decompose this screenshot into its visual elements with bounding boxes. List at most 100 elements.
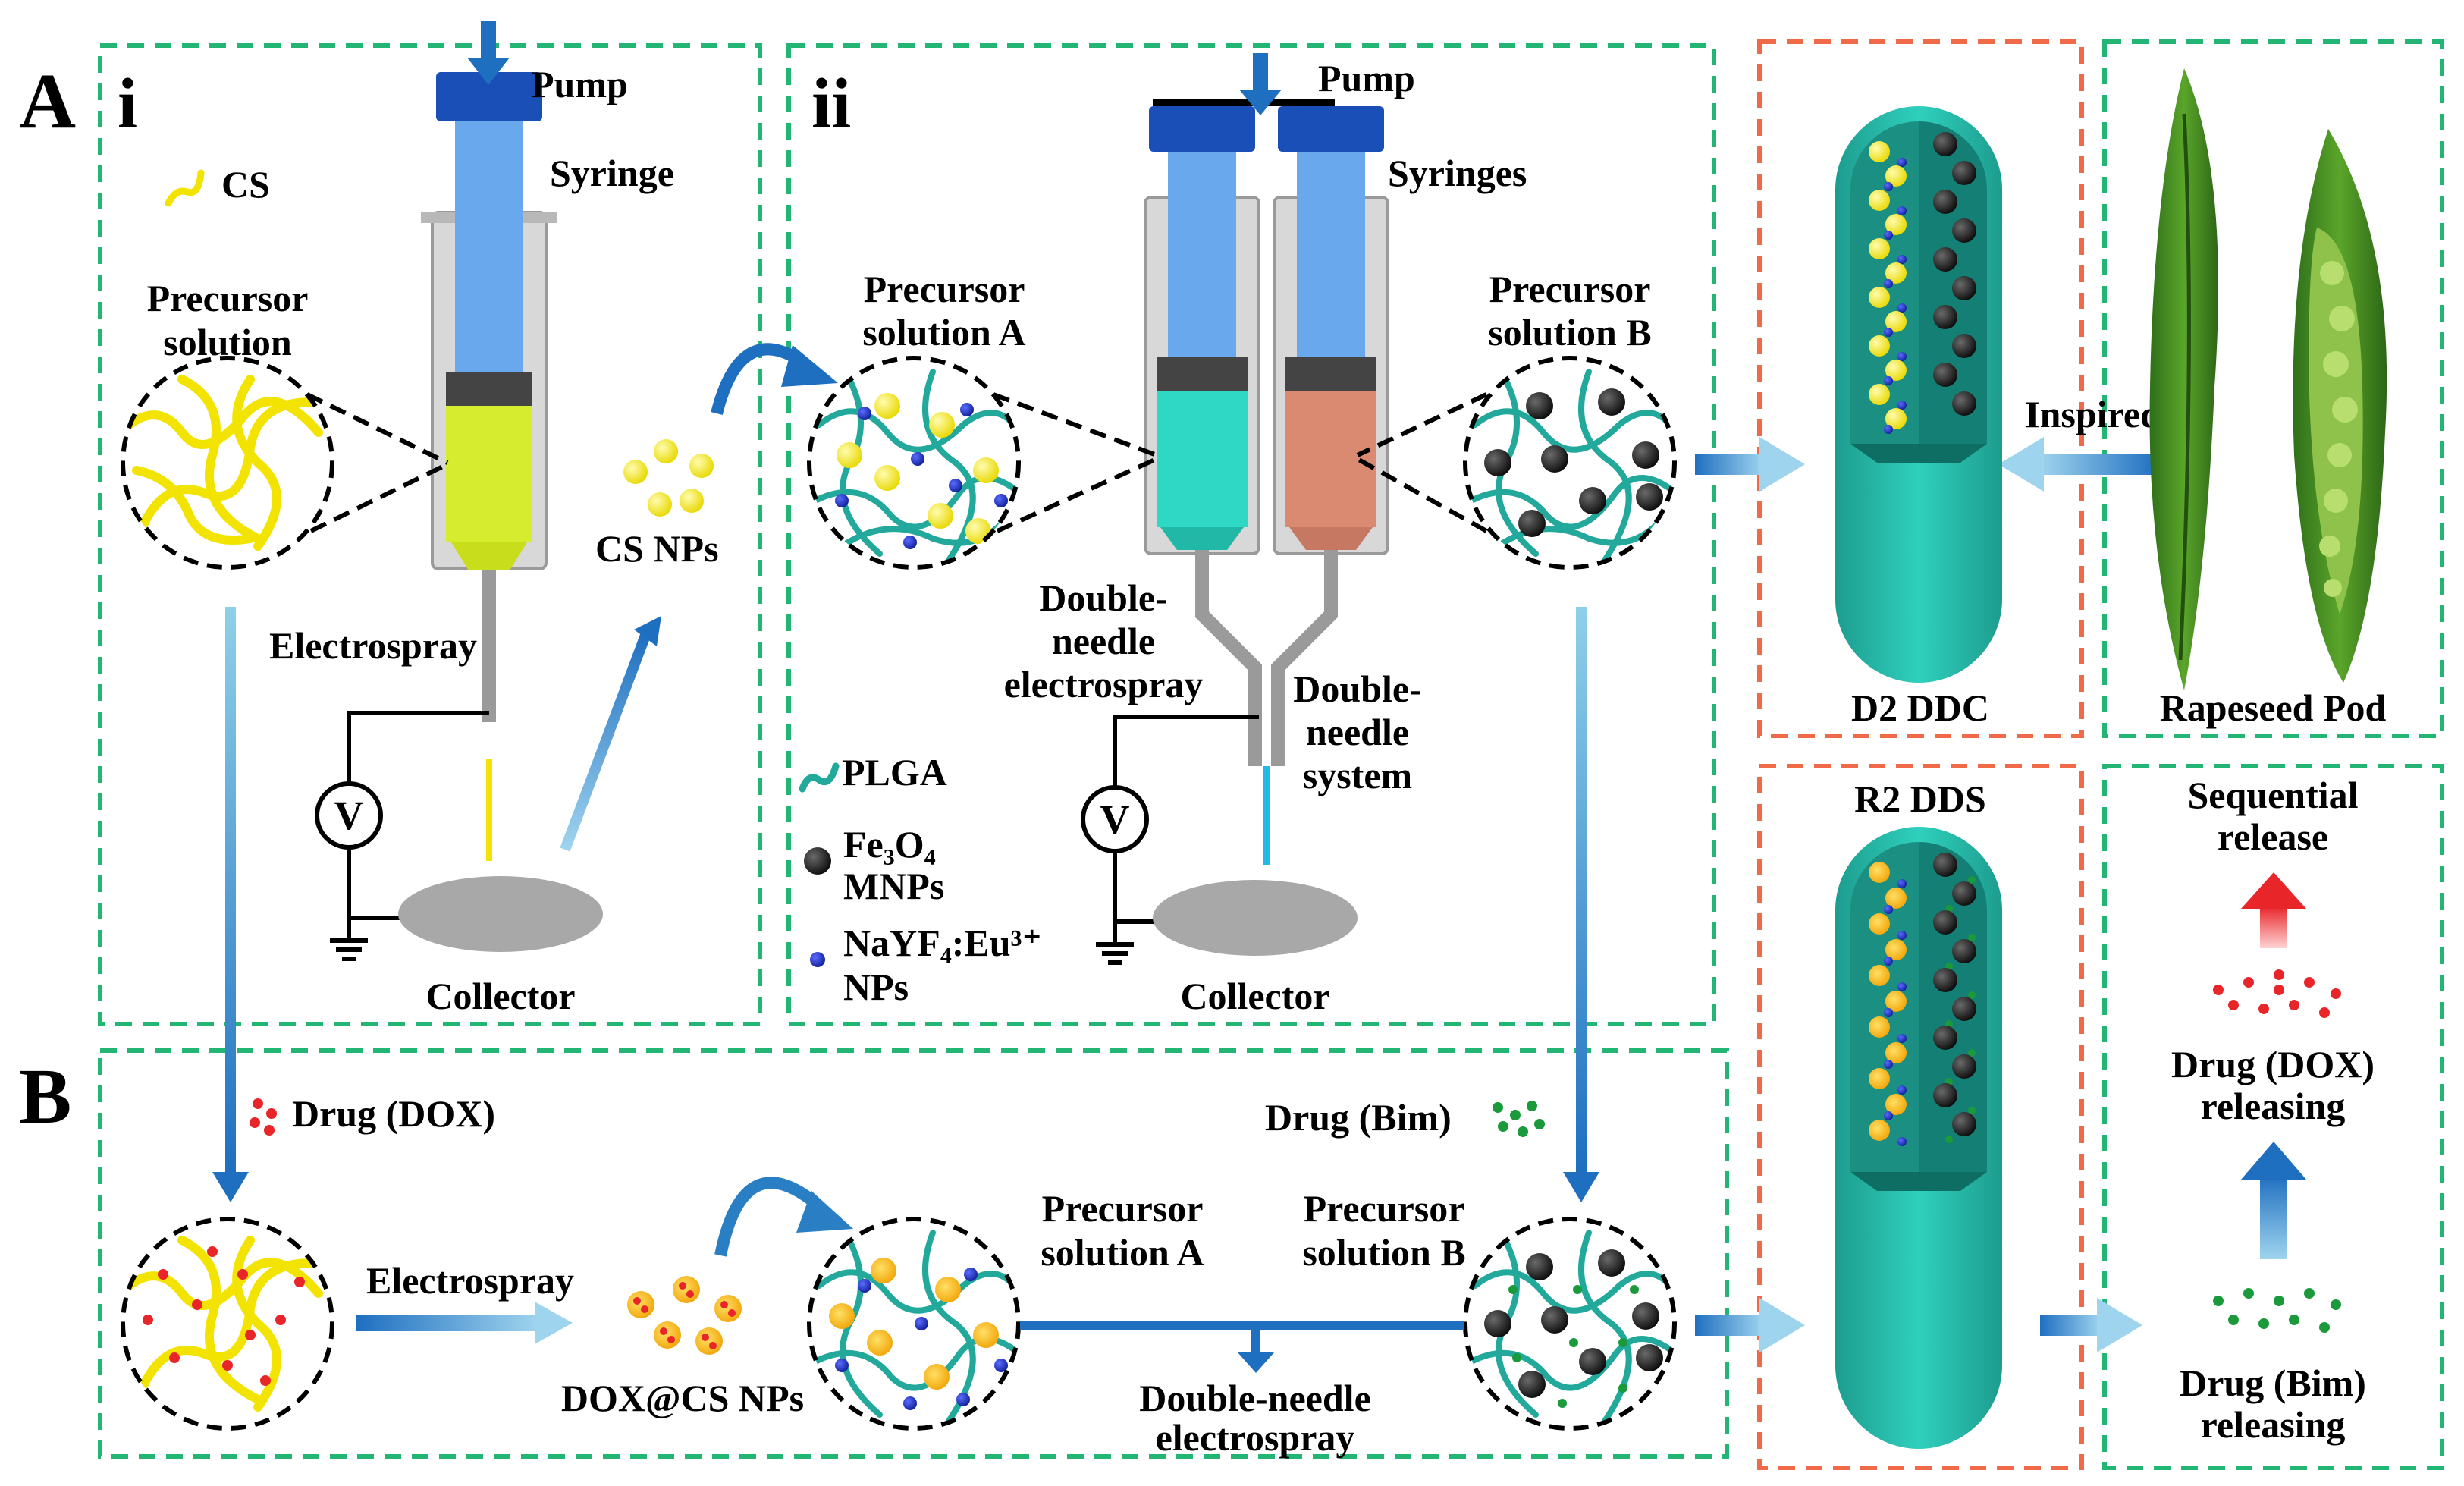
- collector-ii: [1153, 880, 1358, 956]
- d2-yellow-np: [1885, 360, 1907, 381]
- zoom-line-b-top: [1356, 392, 1488, 457]
- precursor-a-dox-circle: [807, 1217, 1021, 1431]
- double-needle-electrospray-b-l2: electrospray: [1156, 1416, 1355, 1459]
- r2-black-np: [1952, 939, 1976, 963]
- r2-black-np: [1952, 881, 1976, 906]
- rapeseed-pod-label: Rapeseed Pod: [2160, 686, 2387, 729]
- precursor-b-label-l1: Precursor: [1489, 268, 1651, 310]
- drug-bim-icon: [1493, 1101, 1545, 1137]
- r2-blue-np: [1897, 931, 1907, 940]
- precursor-circle-i: [121, 356, 334, 570]
- r2-black-np: [1952, 1112, 1976, 1136]
- d2-yellow-np: [1885, 311, 1907, 332]
- d2-yellow-np: [1885, 214, 1907, 235]
- fe3o4-legend-icon: [804, 847, 831, 875]
- d2-yellow-np: [1869, 190, 1890, 211]
- r2-black-np: [1933, 1083, 1957, 1107]
- d2-yellow-np: [1885, 262, 1907, 284]
- rapeseed-frame: [2102, 39, 2444, 738]
- double-needle-system-l1: Double-: [1293, 668, 1421, 710]
- d2-black-np: [1933, 132, 1957, 156]
- precursor-a-label-l2: solution A: [862, 311, 1025, 353]
- bim-releasing-l1: Drug (Bim): [2180, 1362, 2366, 1404]
- pump-label-i: Pump: [531, 63, 628, 105]
- inspired-arrow: [1998, 437, 2158, 492]
- curved-arrow-i-to-ii: [711, 343, 804, 415]
- r2-bim-particle: [1968, 1107, 1976, 1114]
- r2-dox-np: [1869, 1016, 1890, 1038]
- precursor-a-label-b-l1: Precursor: [1042, 1187, 1204, 1230]
- collector-i: [398, 876, 603, 952]
- cs-legend-icon: [165, 169, 205, 207]
- double-needle-system-l2: needle: [1306, 711, 1409, 753]
- nayf4-legend-l2: NPs: [843, 966, 909, 1008]
- d2-blue-np: [1884, 376, 1893, 385]
- panel-b-frame: [98, 1048, 1729, 1459]
- pump-bar-ii: [1153, 53, 1335, 115]
- arrow-collector-to-csnps: [560, 616, 661, 852]
- r2-blue-np: [1897, 1034, 1907, 1043]
- rapeseed-pod-image: [2149, 68, 2387, 690]
- dox-releasing-l1: Drug (DOX): [2171, 1043, 2375, 1085]
- d2-black-np: [1952, 218, 1976, 243]
- plga-legend-icon: [799, 762, 840, 793]
- d2-black-np: [1952, 334, 1976, 358]
- d2-black-np: [1952, 391, 1976, 416]
- zoom-line-a-bottom: [996, 457, 1158, 533]
- r2-blue-np: [1897, 879, 1907, 888]
- syringe-b: [1273, 106, 1389, 555]
- dox-releasing-l2: releasing: [2201, 1085, 2346, 1127]
- d2-yellow-np: [1869, 335, 1890, 357]
- drug-dox-label: Drug (DOX): [292, 1092, 495, 1135]
- d2-yellow-np: [1869, 141, 1890, 162]
- precursor-b-label-b-l1: Precursor: [1304, 1187, 1465, 1230]
- r2-dds-label: R2 DDS: [1854, 778, 1986, 820]
- r2-dox-np: [1885, 1094, 1907, 1115]
- cs-nps-label: CS NPs: [595, 527, 719, 570]
- dox-cs-nps-label: DOX@CS NPs: [561, 1377, 804, 1419]
- pump-arrow-i: [467, 21, 510, 85]
- precursor-a-circle: [807, 356, 1021, 570]
- d2-yellow-np: [1885, 165, 1907, 187]
- precursor-b-bim-circle: [1463, 1217, 1677, 1431]
- collector-label-ii: Collector: [1180, 975, 1329, 1017]
- r2-dox-particles: [1869, 862, 1907, 1146]
- precursor-label-i-line1: Precursor: [147, 277, 309, 319]
- cs-dox-circle: [121, 1217, 334, 1431]
- panel-ii-frame: [786, 43, 1716, 1026]
- precursor-a-label-b-l2: solution A: [1041, 1231, 1204, 1274]
- plga-legend-label: PLGA: [842, 751, 947, 793]
- d2-blue-np: [1884, 279, 1893, 288]
- r2-dox-np: [1885, 1042, 1907, 1063]
- d2-yellow-np: [1885, 408, 1907, 429]
- panel-label-a: A: [19, 58, 76, 145]
- r2-dox-np: [1869, 1068, 1890, 1089]
- dox-release-particles: [2213, 969, 2341, 1018]
- arrow-to-r2-capsule: [1695, 1298, 1805, 1352]
- drug-bim-label: Drug (Bim): [1265, 1096, 1452, 1139]
- r2-black-np: [1933, 1026, 1957, 1050]
- curved-arrow-b-head: [796, 1191, 853, 1233]
- r2-dox-np: [1869, 862, 1890, 883]
- r2-dds-capsule: [1835, 827, 2002, 1449]
- r2-blue-np: [1884, 1008, 1893, 1017]
- r2-dox-np: [1885, 939, 1907, 960]
- arrow-electrospray-b: [356, 1302, 573, 1344]
- double-needle-system-l3: system: [1303, 754, 1412, 796]
- d2-blue-np: [1897, 352, 1907, 361]
- curved-arrow-b: [714, 1177, 824, 1257]
- cs-legend-label: CS: [221, 163, 270, 206]
- precursor-a-label-l1: Precursor: [864, 268, 1025, 310]
- double-needle-electrospray-l3: electrospray: [1004, 663, 1204, 705]
- voltmeter-i-label: V: [334, 793, 364, 838]
- d2-blue-np: [1897, 158, 1907, 167]
- panel-label-b: B: [19, 1053, 71, 1140]
- r2-bim-particle: [1968, 1049, 1976, 1057]
- red-up-arrow: [2241, 872, 2306, 948]
- nayf4-legend-icon: [810, 952, 825, 967]
- r2-dds-frame: [1757, 764, 2084, 1470]
- r2-dox-np: [1869, 1120, 1890, 1141]
- sequential-release-l1: Sequential: [2187, 774, 2358, 816]
- panel-label-i: i: [118, 64, 137, 143]
- sequential-release-l2: release: [2218, 815, 2328, 858]
